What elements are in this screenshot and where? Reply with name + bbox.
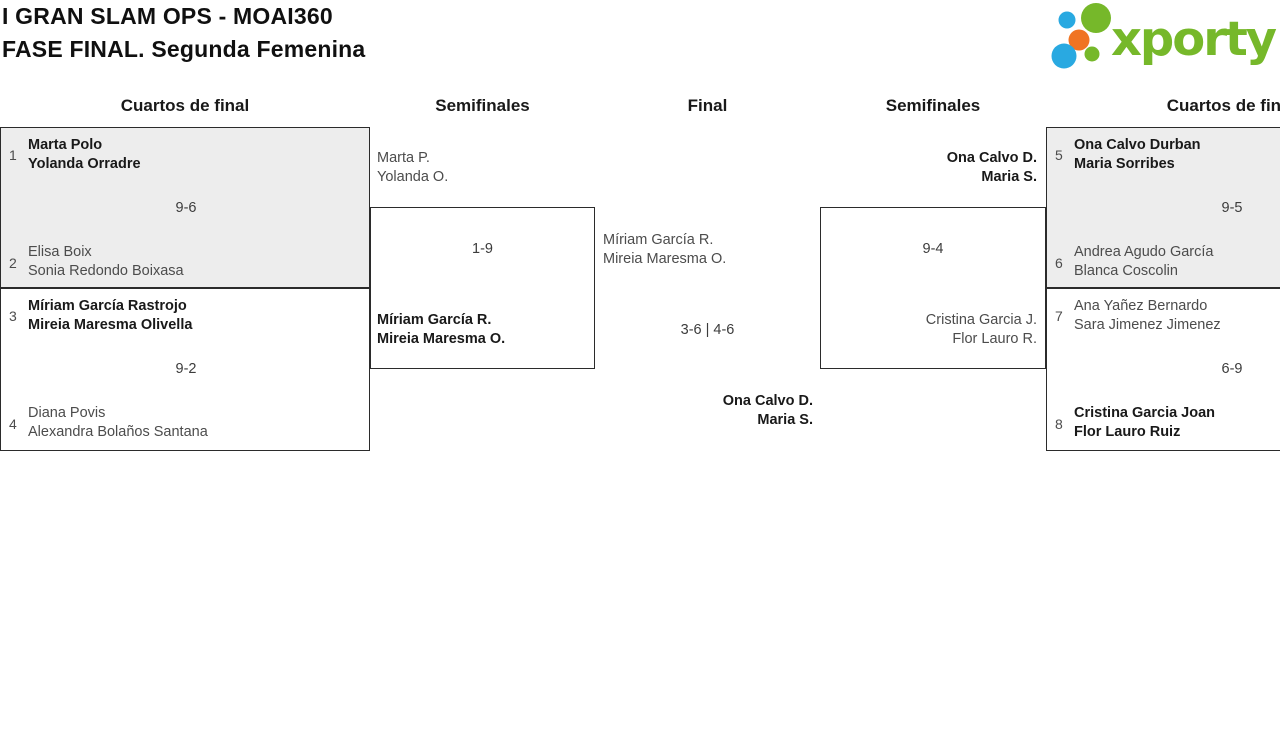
logo-wordmark: xporty bbox=[1111, 12, 1276, 67]
page-subtitle: FASE FINAL. Segunda Femenina bbox=[2, 36, 366, 62]
match-qf-left-top: 1 Marta Polo Yolanda Orradre 9-6 2 Elisa… bbox=[0, 127, 370, 288]
round-header-sf-right: Semifinales bbox=[885, 96, 981, 115]
team-names: Míriam García R. Mireia Maresma O. bbox=[603, 232, 727, 267]
seed-number: 7 bbox=[1055, 308, 1063, 324]
match-qf-left-bottom: 3 Míriam García Rastrojo Mireia Maresma … bbox=[0, 288, 370, 451]
seed-number: 6 bbox=[1055, 255, 1063, 271]
team-names: Cristina Garcia Joan Flor Lauro Ruiz bbox=[1074, 405, 1216, 440]
seed-number: 1 bbox=[9, 147, 17, 163]
team-names: Ana Yañez Bernardo Sara Jimenez Jimenez bbox=[1074, 298, 1221, 333]
seed-number: 8 bbox=[1055, 416, 1063, 432]
logo-dot-green-small bbox=[1084, 46, 1100, 62]
team-names: Ona Calvo D. Maria S. bbox=[946, 150, 1037, 185]
match-score: 9-6 bbox=[175, 200, 197, 216]
team-names: Andrea Agudo García Blanca Coscolin bbox=[1074, 244, 1214, 279]
team-names: Cristina Garcia J. Flor Lauro R. bbox=[925, 312, 1037, 347]
team-names: Ona Calvo D. Maria S. bbox=[722, 393, 813, 428]
match-sf-left bbox=[370, 207, 595, 369]
logo-dot-blue-large bbox=[1051, 43, 1077, 69]
team-names: Marta Polo Yolanda Orradre bbox=[28, 137, 141, 172]
match-score: 9-5 bbox=[1221, 200, 1243, 216]
team-names: Diana Povis Alexandra Bolaños Santana bbox=[28, 405, 208, 440]
seed-number: 5 bbox=[1055, 147, 1063, 163]
round-header-qf-right: Cuartos de final bbox=[1166, 96, 1280, 115]
match-score: 3-6 | 4-6 bbox=[680, 322, 735, 338]
team-names: Míriam García R. Mireia Maresma O. bbox=[377, 312, 506, 347]
logo-dot-blue-small bbox=[1058, 11, 1076, 29]
match-sf-right bbox=[820, 207, 1046, 369]
seed-number: 3 bbox=[9, 308, 17, 324]
seed-number: 2 bbox=[9, 255, 17, 271]
match-score: 9-4 bbox=[922, 241, 944, 257]
match-score: 1-9 bbox=[472, 241, 493, 257]
round-header-sf-left: Semifinales bbox=[435, 96, 530, 115]
team-names: Míriam García Rastrojo Mireia Maresma Ol… bbox=[28, 298, 193, 333]
match-score: 6-9 bbox=[1221, 361, 1243, 377]
match-qf-right-top: 5 Ona Calvo Durban Maria Sorribes 9-5 6 … bbox=[1046, 127, 1280, 288]
page-title: I GRAN SLAM OPS - MOAI360 bbox=[2, 3, 333, 29]
seed-number: 4 bbox=[9, 416, 17, 432]
xporty-logo[interactable]: xporty bbox=[1048, 2, 1280, 72]
team-names: Elisa Boix Sonia Redondo Boixasa bbox=[28, 244, 184, 279]
team-names: Ona Calvo Durban Maria Sorribes bbox=[1074, 137, 1201, 172]
logo-dot-orange bbox=[1068, 29, 1090, 51]
round-header-qf-left: Cuartos de final bbox=[120, 96, 250, 115]
team-names: Marta P. Yolanda O. bbox=[377, 150, 449, 185]
logo-dot-green-large bbox=[1081, 3, 1111, 33]
match-qf-right-bottom: 7 Ana Yañez Bernardo Sara Jimenez Jimene… bbox=[1046, 288, 1280, 451]
round-header-final: Final bbox=[687, 96, 728, 115]
match-score: 9-2 bbox=[175, 361, 197, 377]
